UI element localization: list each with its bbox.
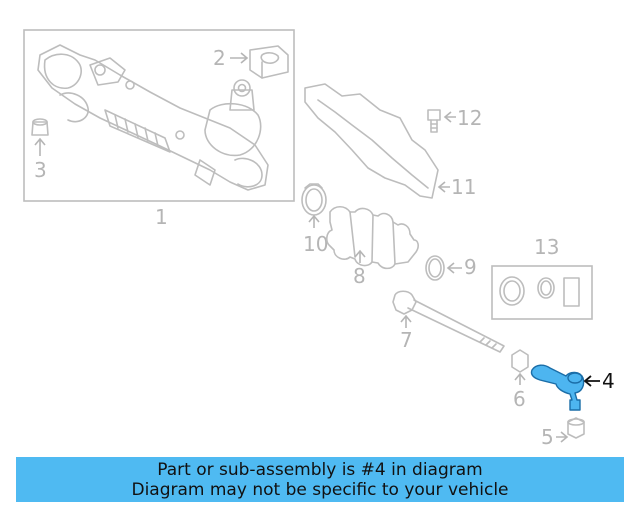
- callout-10-arrow: [308, 214, 320, 228]
- callout-2: 2: [213, 46, 226, 70]
- callout-3: 3: [34, 158, 47, 182]
- banner-line-1: Part or sub-assembly is #4 in diagram: [157, 459, 483, 480]
- callout-3-arrow: [34, 137, 46, 156]
- callout-9: 9: [464, 255, 477, 279]
- part-12-bolt[interactable]: [427, 109, 441, 133]
- callout-10: 10: [303, 232, 328, 256]
- callout-1: 1: [155, 205, 168, 229]
- callout-9-arrow: [446, 262, 462, 274]
- callout-5-arrow: [556, 431, 569, 443]
- part-13-seal-kit[interactable]: [491, 265, 593, 320]
- callout-11-arrow: [437, 181, 450, 193]
- callout-7-arrow: [400, 314, 412, 328]
- callout-11: 11: [451, 175, 476, 199]
- part-5-nut[interactable]: [567, 417, 585, 439]
- callout-6-arrow: [514, 372, 526, 385]
- info-banner: Part or sub-assembly is #4 in diagram Di…: [16, 457, 624, 502]
- part-7-inner-tie-rod[interactable]: [392, 290, 505, 353]
- part-8-rack-boot[interactable]: [326, 205, 419, 270]
- part-4-outer-tie-rod-end[interactable]: [530, 364, 585, 411]
- part-10-boot-clamp[interactable]: [301, 183, 327, 216]
- callout-7: 7: [400, 328, 413, 352]
- callout-12: 12: [457, 106, 482, 130]
- callout-8-arrow: [354, 249, 366, 263]
- part-3-bolt[interactable]: [31, 118, 49, 136]
- callout-13: 13: [534, 235, 559, 259]
- part-1-steering-gear-assembly[interactable]: [23, 29, 295, 202]
- callout-12-arrow: [443, 111, 456, 123]
- part-11-heat-shield[interactable]: [304, 83, 439, 199]
- callout-5: 5: [541, 425, 554, 449]
- callout-8: 8: [353, 264, 366, 288]
- callout-4: 4: [602, 369, 615, 393]
- callout-2-arrow: [230, 52, 249, 64]
- callout-6: 6: [513, 387, 526, 411]
- callout-4-arrow: [583, 375, 600, 387]
- part-6-jam-nut[interactable]: [511, 349, 529, 373]
- part-9-boot-clamp[interactable]: [425, 255, 445, 281]
- banner-line-2: Diagram may not be specific to your vehi…: [131, 479, 509, 500]
- part-2-mount-bushing[interactable]: [249, 45, 289, 79]
